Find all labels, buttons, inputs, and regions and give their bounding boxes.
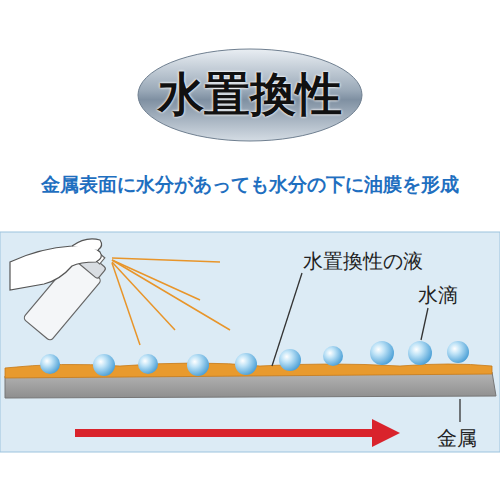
water-droplets — [40, 341, 469, 376]
title: 水置換性 — [158, 64, 342, 126]
leader-lines — [272, 273, 460, 422]
subtitle: 金属表面に水分があっても水分の下に油膜を形成 — [41, 172, 459, 198]
liquid-label: 水置換性の液 — [303, 248, 423, 275]
droplet-label: 水滴 — [418, 282, 458, 309]
metal-label: 金属 — [437, 425, 477, 452]
diagram-panel — [0, 232, 500, 452]
finger — [72, 239, 102, 250]
hand — [10, 246, 101, 290]
title-ellipse — [138, 49, 362, 141]
direction-arrow — [75, 419, 400, 447]
spray-lines — [112, 258, 230, 345]
